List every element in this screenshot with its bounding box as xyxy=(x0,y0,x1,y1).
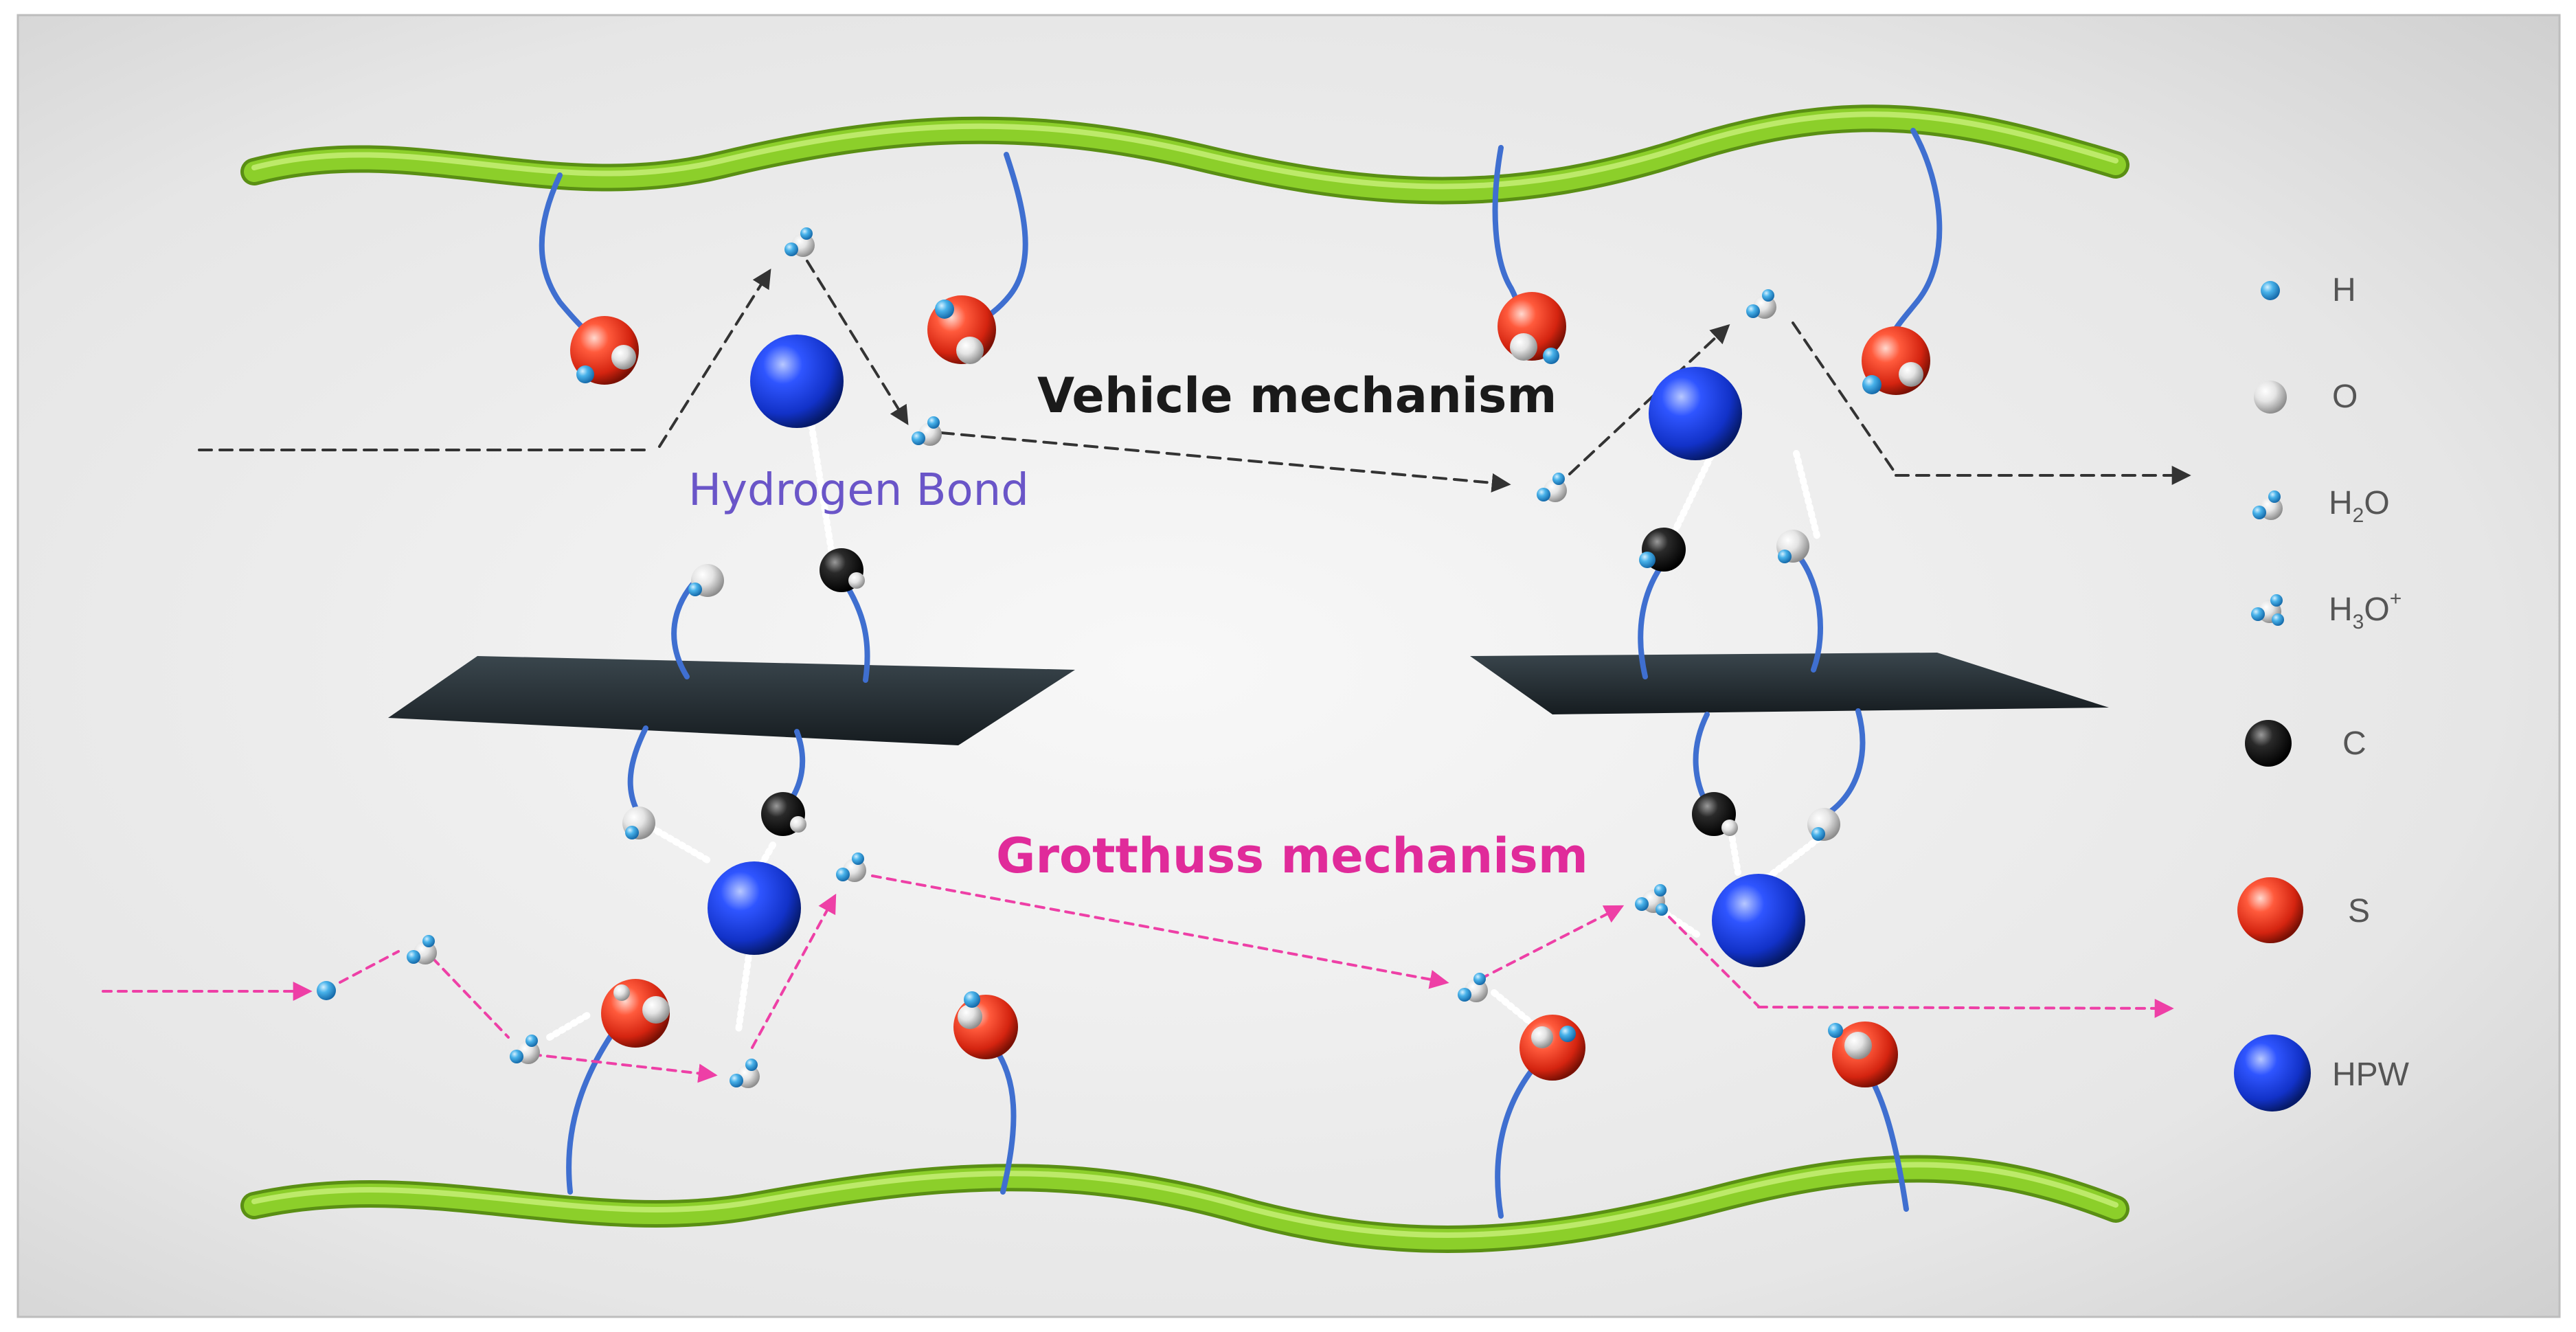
sulfonic-oxygens xyxy=(576,300,1923,1059)
legend-h3o-label: H3O+ xyxy=(2329,587,2402,633)
oxygen-atoms xyxy=(622,530,1840,841)
legend-c-label: C xyxy=(2342,725,2366,762)
grotthuss-mechanism-path xyxy=(102,874,2174,1083)
legend-c-swatch xyxy=(2245,720,2292,767)
legend-o-label: O xyxy=(2332,379,2358,415)
legend-hpw-swatch xyxy=(2234,1035,2311,1111)
legend-s-swatch xyxy=(2237,877,2303,943)
carbon-atoms xyxy=(761,528,1738,836)
vehicle-mechanism-path xyxy=(198,260,2191,493)
background-panel xyxy=(16,14,2561,1318)
grotthuss-mechanism-label: Grotthuss mechanism xyxy=(996,828,1588,884)
legend-s-label: S xyxy=(2348,893,2370,929)
legend-h2o-label: H2O xyxy=(2329,485,2390,527)
graphene-sheet-right xyxy=(1470,653,2109,714)
legend: H O H2O H3O+ C S HPW xyxy=(2234,272,2410,1111)
legend-h-swatch xyxy=(2261,281,2280,300)
hpw-clusters xyxy=(708,335,1805,967)
legend-o-swatch xyxy=(2254,381,2287,414)
graphene-sheet-left xyxy=(388,656,1075,745)
legend-hpw-label: HPW xyxy=(2332,1057,2410,1093)
proton xyxy=(317,981,336,1000)
legend-h-label: H xyxy=(2332,272,2356,308)
vehicle-mechanism-label: Vehicle mechanism xyxy=(1037,368,1557,424)
hydrogen-bond-label: Hydrogen Bond xyxy=(688,465,1029,516)
